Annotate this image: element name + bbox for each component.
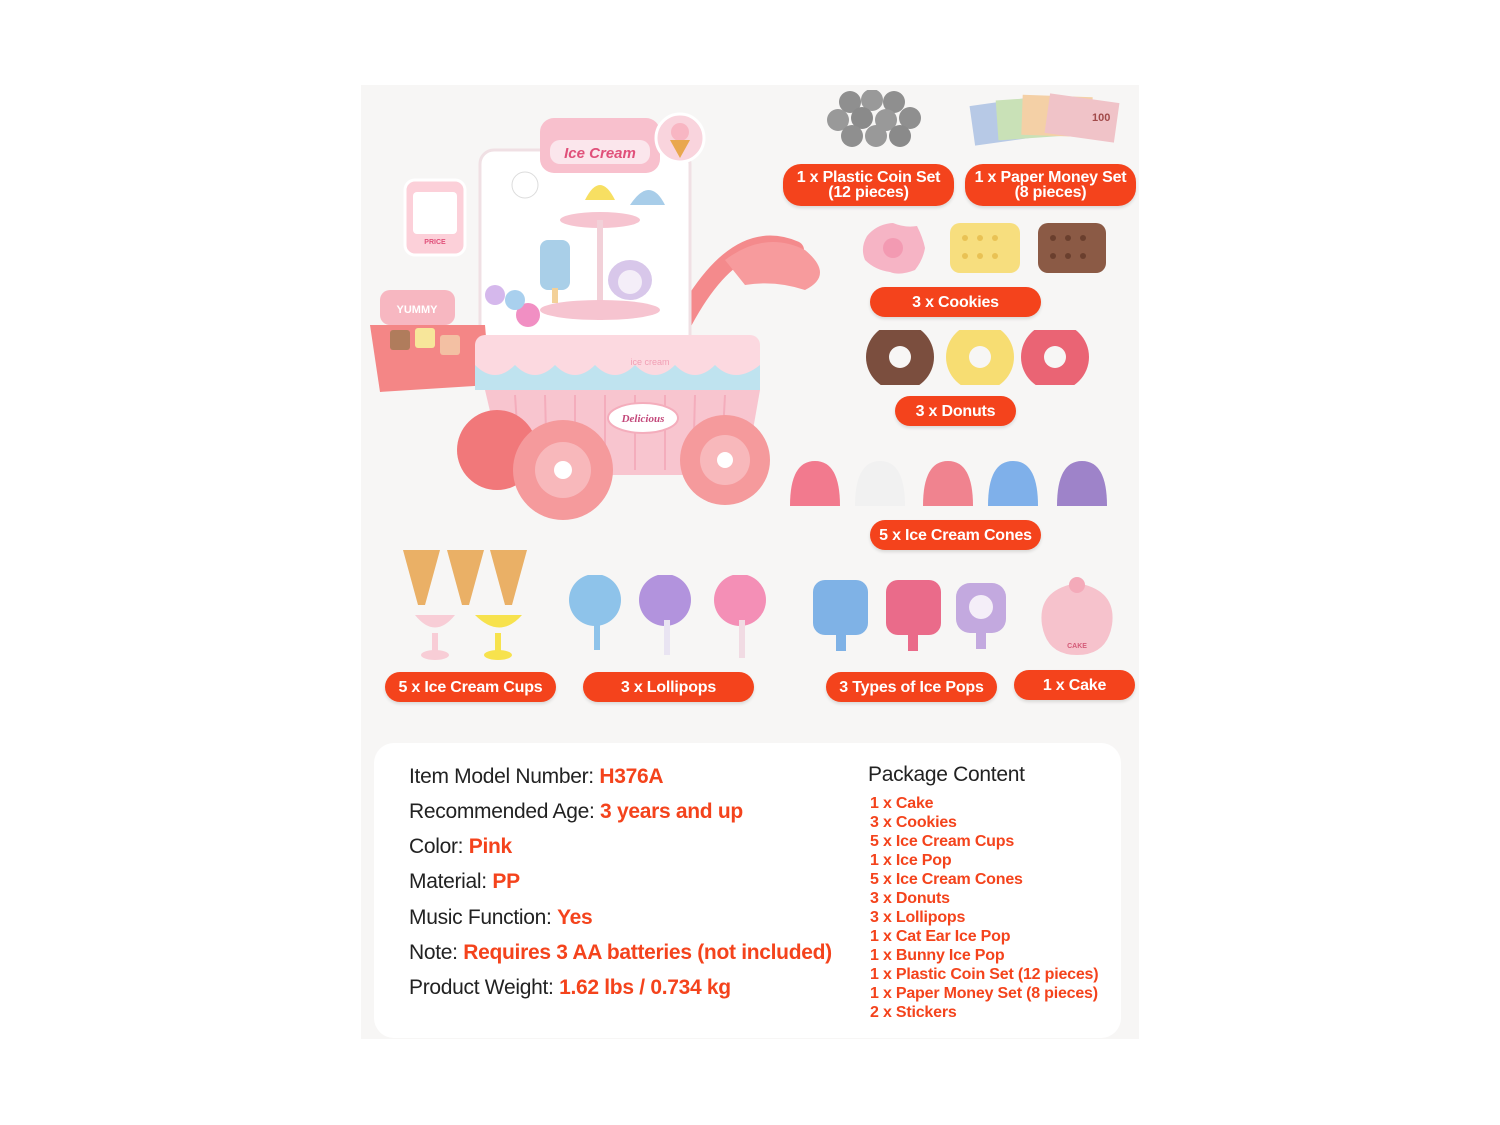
label-cookies: 3 x Cookies <box>870 287 1041 317</box>
cake-image: CAKE <box>1041 577 1113 655</box>
cart-counter-text: ice cream <box>630 357 669 367</box>
paper-money-set-image: 100 <box>969 93 1120 146</box>
money-label-text: 100 <box>1092 112 1110 124</box>
label-ice-cream-cones: 5 x Ice Cream Cones <box>870 520 1041 550</box>
cookies-image <box>862 223 1106 274</box>
label-lollipops: 3 x Lollipops <box>583 672 754 702</box>
package-content-list: 1 x Cake 3 x Cookies 5 x Ice Cream Cups … <box>870 794 1099 1022</box>
label-cake: 1 x Cake <box>1014 670 1135 700</box>
cake-top-text: CAKE <box>1067 643 1087 650</box>
spec-color: Color: Pink <box>409 835 512 858</box>
donuts-image <box>866 330 1089 385</box>
cart-sign-text: Ice Cream <box>564 145 636 162</box>
label-donuts: 3 x Donuts <box>895 396 1016 426</box>
list-item: 1 x Bunny Ice Pop <box>870 947 1005 964</box>
list-item: 5 x Ice Cream Cones <box>870 871 1023 888</box>
lollipops-image <box>569 575 766 658</box>
list-item: 1 x Plastic Coin Set (12 pieces) <box>870 966 1099 983</box>
list-item: 3 x Cookies <box>870 814 957 831</box>
list-item: 1 x Paper Money Set (8 pieces) <box>870 985 1098 1002</box>
list-item: 1 x Ice Pop <box>870 852 952 869</box>
spec-note: Note: Requires 3 AA batteries (not inclu… <box>409 941 832 964</box>
ice-pops-image <box>813 580 1006 651</box>
list-item: 1 x Cat Ear Ice Pop <box>870 928 1011 945</box>
label-paper-money-set: 1 x Paper Money Set (8 pieces) <box>965 164 1136 206</box>
plastic-coin-set-image <box>827 90 921 147</box>
spec-model-number: Item Model Number: H376A <box>409 765 664 788</box>
cart-menu-price-text: PRICE <box>424 239 446 246</box>
list-item: 3 x Donuts <box>870 890 950 907</box>
label-coin-set: 1 x Plastic Coin Set (12 pieces) <box>783 164 954 206</box>
package-content-title: Package Content <box>868 763 1025 786</box>
spec-recommended-age: Recommended Age: 3 years and up <box>409 800 743 823</box>
list-item: 1 x Cake <box>870 795 934 812</box>
label-ice-pops: 3 Types of Ice Pops <box>826 672 997 702</box>
label-ice-cream-cups: 5 x Ice Cream Cups <box>385 672 556 702</box>
list-item: 3 x Lollipops <box>870 909 966 926</box>
ice-cream-cones-image <box>790 461 1107 506</box>
list-item: 2 x Stickers <box>870 1004 957 1021</box>
ice-cream-cart-image: Ice Cream PRICE YUMMY ice cream Deliciou… <box>370 112 820 520</box>
spec-material: Material: PP <box>409 870 520 893</box>
info-card <box>374 743 1121 1038</box>
spec-music-function: Music Function: Yes <box>409 906 593 929</box>
list-item: 5 x Ice Cream Cups <box>870 833 1015 850</box>
ice-cream-cups-image <box>403 550 527 660</box>
cart-tray-text: YUMMY <box>397 304 439 316</box>
cart-badge-text: Delicious <box>621 413 665 425</box>
spec-product-weight: Product Weight: 1.62 lbs / 0.734 kg <box>409 976 731 999</box>
